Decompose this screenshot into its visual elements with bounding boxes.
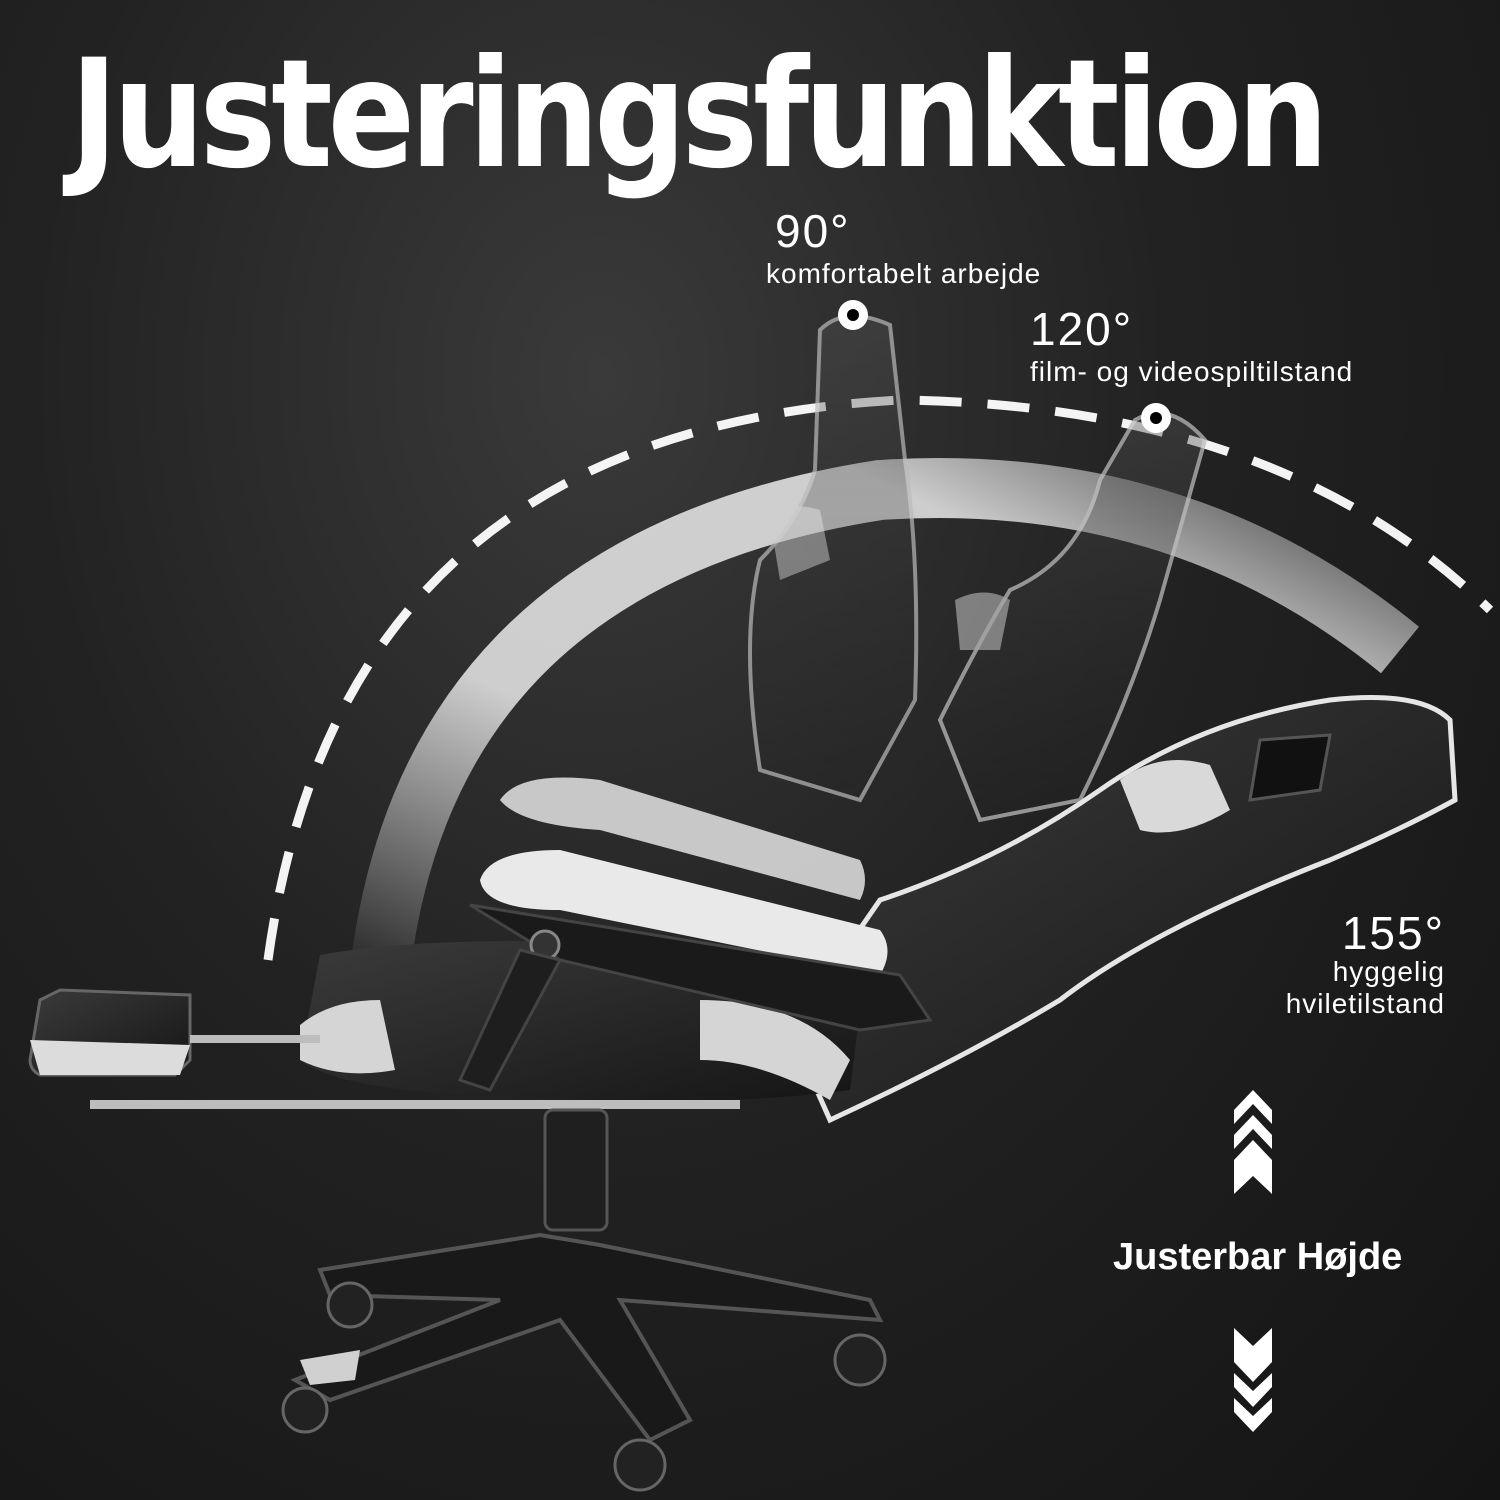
angle-155-description: hyggelig hviletilstand xyxy=(1285,956,1445,1020)
footrest xyxy=(28,988,740,1109)
adjustable-height-label: Justerbar Højde xyxy=(1113,1236,1403,1278)
angle-120-label: 120° xyxy=(1030,303,1134,355)
angle-90-description: komfortabelt arbejde xyxy=(766,258,1042,289)
position-marker-icon xyxy=(838,300,868,330)
page-title: Justeringsfunktion xyxy=(70,28,1329,202)
chair-base xyxy=(281,1108,887,1492)
armrest xyxy=(457,777,933,1092)
angle-155-label: 155° xyxy=(1341,907,1445,959)
position-marker-icon xyxy=(1141,403,1171,433)
backrest-90-ghost xyxy=(748,314,919,803)
down-chevrons-icon xyxy=(1234,1328,1272,1432)
backrest-155 xyxy=(787,695,1458,1124)
angle-120-description: film- og videospiltilstand xyxy=(1030,356,1354,387)
recline-range-dashed-arc xyxy=(263,395,1494,961)
up-chevrons-icon xyxy=(1234,1090,1272,1194)
backrest-120-ghost xyxy=(937,411,1208,823)
angle-90-label: 90° xyxy=(775,205,851,257)
